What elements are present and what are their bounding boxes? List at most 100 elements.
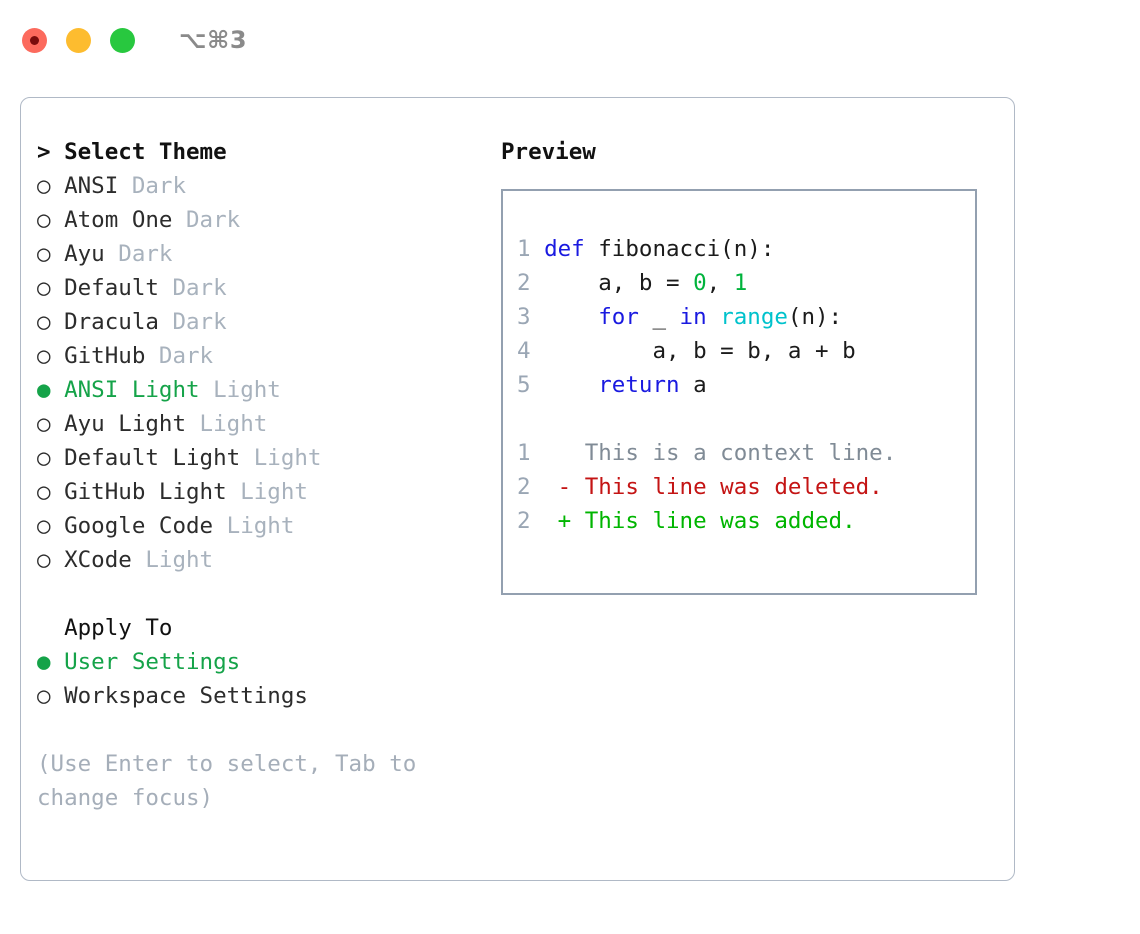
diff-line-text: This is a context line. <box>571 440 897 466</box>
code-line: 4 a, b = b, a + b <box>517 334 975 368</box>
line-number: 2 <box>517 508 531 534</box>
apply-to-option-user-settings[interactable]: ● User Settings <box>37 645 467 679</box>
gutter-space <box>531 270 545 296</box>
code-token-plain <box>544 372 598 398</box>
diff-line: 2 - This line was deleted. <box>517 470 975 504</box>
code-token-plain <box>544 304 598 330</box>
radio-unselected-icon: ○ <box>37 445 51 471</box>
theme-option-github-light[interactable]: ○ GitHub Light Light <box>37 475 467 509</box>
code-token-fn: range <box>720 304 788 330</box>
radio-unselected-icon: ○ <box>37 513 51 539</box>
radio-unselected-icon: ○ <box>37 173 51 199</box>
line-number: 4 <box>517 338 531 364</box>
line-number: 1 <box>517 236 531 262</box>
code-line: 5 return a <box>517 368 975 402</box>
radio-unselected-icon: ○ <box>37 683 51 709</box>
theme-option-ansi[interactable]: ○ ANSI Dark <box>37 169 467 203</box>
title-bar: ⌥⌘3 <box>0 0 1140 80</box>
apply-to-option-label: User Settings <box>50 649 241 675</box>
radio-unselected-icon: ○ <box>37 343 51 369</box>
code-token-plain: a, b = b, a + b <box>544 338 856 364</box>
theme-option-label: Ayu Light <box>50 411 187 437</box>
theme-option-ansi-light[interactable]: ● ANSI Light Light <box>37 373 467 407</box>
theme-variant-tag: Dark <box>158 275 227 301</box>
theme-option-label: GitHub Light <box>50 479 227 505</box>
gutter-space <box>531 372 545 398</box>
diff-line: 2 + This line was added. <box>517 504 975 538</box>
gutter-space <box>531 236 545 262</box>
minimize-button-icon[interactable] <box>66 27 91 53</box>
diff-marker-icon: - <box>557 474 572 500</box>
radio-unselected-icon: ○ <box>37 309 51 335</box>
code-token-num: 0 <box>693 270 707 296</box>
diff-line: 1 This is a context line. <box>517 436 975 470</box>
radio-unselected-icon: ○ <box>37 275 51 301</box>
theme-selector-column: > Select Theme ○ ANSI Dark○ Atom One Dar… <box>37 135 467 815</box>
theme-option-github[interactable]: ○ GitHub Dark <box>37 339 467 373</box>
gutter-space <box>531 474 558 500</box>
theme-option-label: ANSI <box>50 173 119 199</box>
apply-to-section: Apply To ● User Settings○ Workspace Sett… <box>37 611 467 713</box>
theme-variant-tag: Dark <box>118 173 187 199</box>
radio-unselected-icon: ○ <box>37 241 51 267</box>
theme-option-xcode[interactable]: ○ XCode Light <box>37 543 467 577</box>
code-token-kw: return <box>598 372 680 398</box>
theme-option-google-code[interactable]: ○ Google Code Light <box>37 509 467 543</box>
theme-option-label: GitHub <box>50 343 146 369</box>
theme-option-ayu[interactable]: ○ Ayu Dark <box>37 237 467 271</box>
select-theme-heading: > Select Theme <box>37 139 227 165</box>
theme-variant-tag: Dark <box>104 241 173 267</box>
code-token-plain: , <box>706 270 734 296</box>
code-token-kw: def <box>544 236 585 262</box>
code-token-plain: a <box>679 372 707 398</box>
preview-heading: Preview <box>501 139 596 165</box>
theme-option-dracula[interactable]: ○ Dracula Dark <box>37 305 467 339</box>
maximize-button-icon[interactable] <box>110 27 135 53</box>
theme-option-label: Atom One <box>50 207 173 233</box>
radio-unselected-icon: ○ <box>37 547 51 573</box>
code-token-plain <box>707 304 721 330</box>
theme-variant-tag: Light <box>226 479 308 505</box>
code-token-plain: fibonacci(n): <box>584 236 775 262</box>
keyboard-shortcut-label: ⌥⌘3 <box>179 26 248 54</box>
recording-dot-icon <box>30 35 39 45</box>
line-number: 5 <box>517 372 531 398</box>
theme-variant-tag: Light <box>240 445 322 471</box>
gutter-space <box>531 304 545 330</box>
radio-unselected-icon: ○ <box>37 207 51 233</box>
theme-option-label: Default Light <box>50 445 241 471</box>
line-number: 1 <box>517 440 531 466</box>
diff-marker-icon: + <box>557 508 572 534</box>
theme-option-atom-one[interactable]: ○ Atom One Dark <box>37 203 467 237</box>
apply-to-options: ● User Settings○ Workspace Settings <box>37 645 467 713</box>
gutter-space <box>531 440 558 466</box>
gutter-space <box>531 508 558 534</box>
theme-variant-tag: Light <box>213 513 295 539</box>
code-spacer <box>517 402 975 436</box>
apply-to-option-workspace-settings[interactable]: ○ Workspace Settings <box>37 679 467 713</box>
theme-option-ayu-light[interactable]: ○ Ayu Light Light <box>37 407 467 441</box>
diff-marker-icon <box>558 440 572 466</box>
radio-unselected-icon: ○ <box>37 411 51 437</box>
close-button-icon[interactable] <box>22 27 47 53</box>
theme-variant-tag: Light <box>199 377 281 403</box>
apply-to-option-label: Workspace Settings <box>50 683 308 709</box>
keyboard-hint-text: (Use Enter to select, Tab to change focu… <box>37 751 417 811</box>
line-number: 3 <box>517 304 531 330</box>
theme-option-label: XCode <box>50 547 132 573</box>
theme-list: ○ ANSI Dark○ Atom One Dark○ Ayu Dark○ De… <box>37 169 467 577</box>
preview-column: Preview 1 def fibonacci(n):2 a, b = 0, 1… <box>501 135 1001 595</box>
radio-unselected-icon: ○ <box>37 479 51 505</box>
code-token-plain: (n): <box>787 304 843 330</box>
code-token-plain: _ <box>638 304 680 330</box>
theme-option-default[interactable]: ○ Default Dark <box>37 271 467 305</box>
traffic-light-group <box>22 27 135 53</box>
diff-line-text: This line was added. <box>571 508 856 534</box>
theme-option-default-light[interactable]: ○ Default Light Light <box>37 441 467 475</box>
line-number: 2 <box>517 270 531 296</box>
code-token-kw: in <box>679 304 707 330</box>
code-line: 1 def fibonacci(n): <box>517 232 975 266</box>
